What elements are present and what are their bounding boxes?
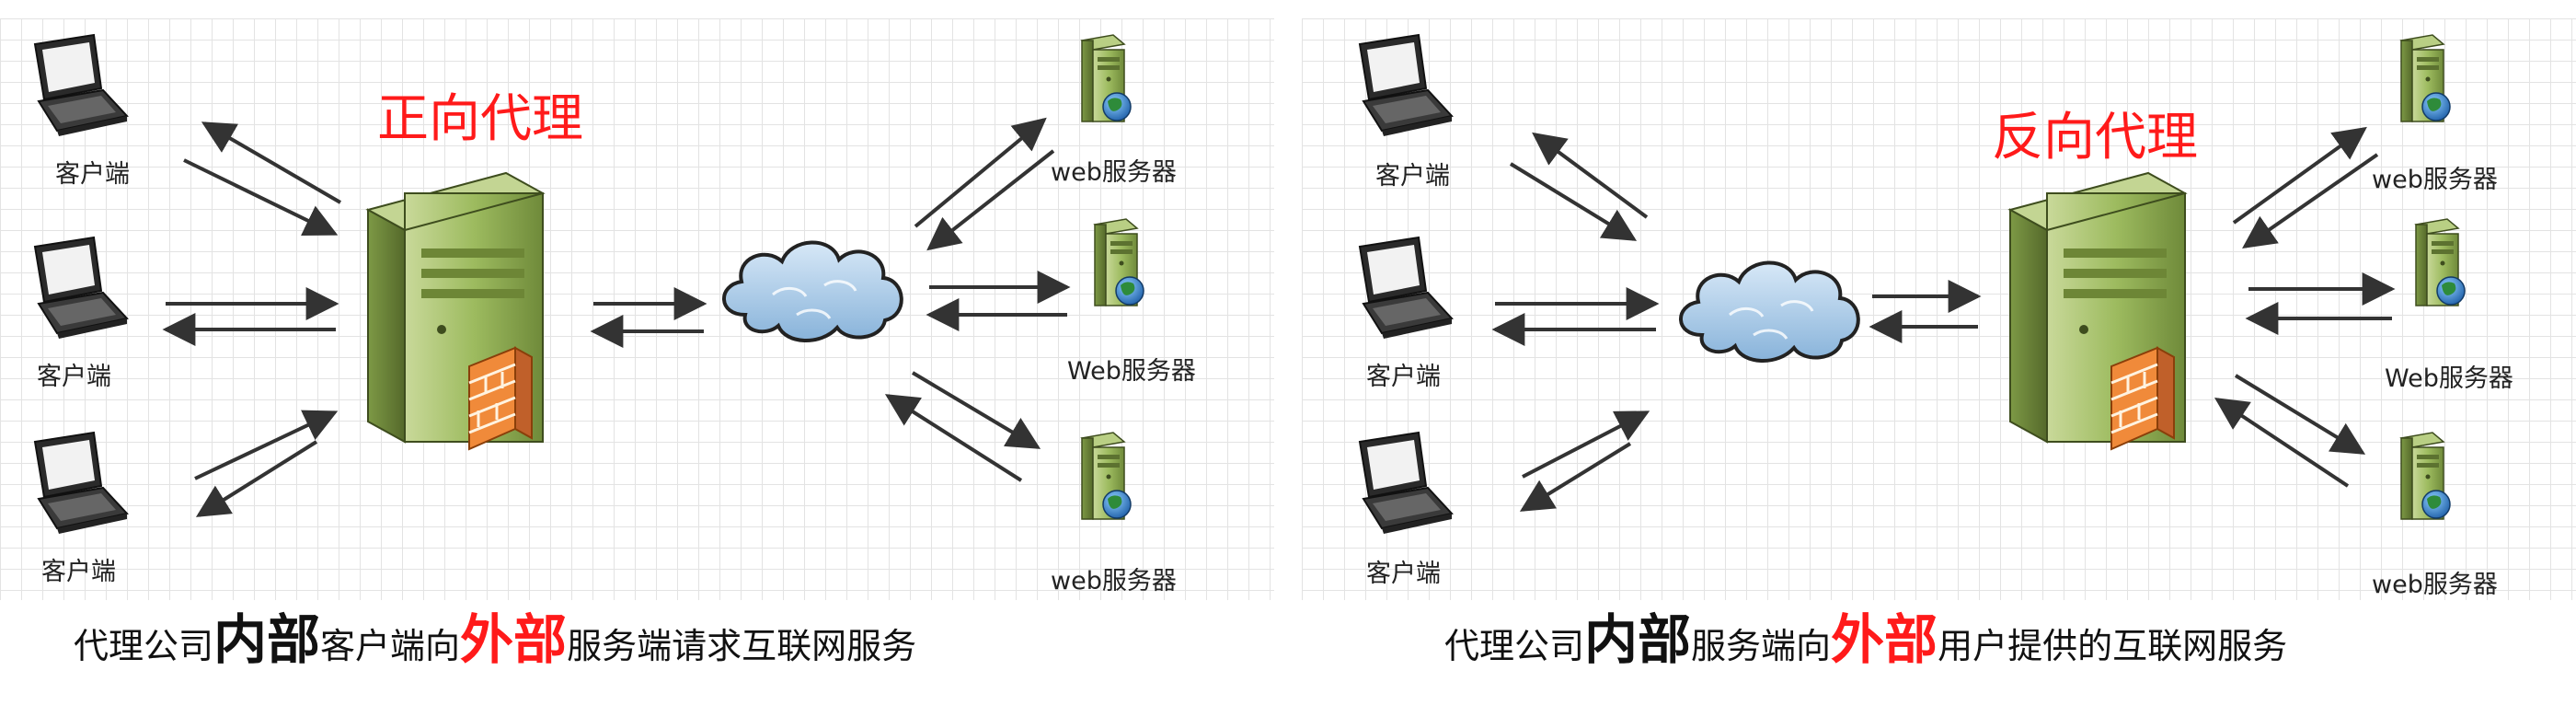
laptop-icon <box>34 34 128 137</box>
cloud-icon <box>721 240 903 343</box>
caption-emphasis-red: 外部 <box>1831 608 1938 671</box>
caption-text: 用户提供的互联网服务 <box>1938 626 2288 666</box>
caption-emphasis: 内部 <box>213 608 321 671</box>
web-server-icon <box>2400 34 2451 122</box>
client-label-2: 客户端 <box>1366 363 1441 391</box>
caption-text: 服务端请求互联网服务 <box>567 626 917 666</box>
caption-text: 客户端向 <box>320 626 461 666</box>
laptop-icon <box>34 237 128 340</box>
forward-proxy-diagram: 正向代理 客户端 客户端 客户端 <box>34 34 1196 595</box>
caption-emphasis: 内部 <box>1584 608 1692 671</box>
cloud-server-arrows <box>884 117 1071 482</box>
client-label-1: 客户端 <box>55 160 130 189</box>
caption-emphasis-red: 外部 <box>460 608 568 671</box>
reverse-caption: 代理公司内部服务端向外部用户提供的互联网服务 <box>1444 607 2287 678</box>
forward-title: 正向代理 <box>377 89 583 149</box>
cloud-proxy-arrows <box>1869 280 1982 343</box>
laptop-icon <box>1359 34 1453 137</box>
server-label-1: web服务器 <box>2372 166 2498 194</box>
reverse-title: 反向代理 <box>1992 108 2198 168</box>
laptop-icon <box>1359 237 1453 340</box>
web-server-icon <box>1081 432 1132 520</box>
proxy-cloud-arrows <box>590 287 707 348</box>
client-label-3: 客户端 <box>1366 560 1441 588</box>
client-cloud-arrows <box>1491 132 1660 512</box>
server-label-2: Web服务器 <box>1067 357 1196 386</box>
web-server-icon <box>2400 432 2451 520</box>
server-label-1: web服务器 <box>1051 158 1177 187</box>
laptop-icon <box>1359 432 1453 535</box>
client-label-1: 客户端 <box>1375 162 1450 191</box>
caption-text: 服务端向 <box>1691 626 1832 666</box>
client-label-2: 客户端 <box>37 363 111 391</box>
web-server-icon <box>2415 218 2466 306</box>
forward-caption: 代理公司内部客户端向外部服务端请求互联网服务 <box>74 607 916 678</box>
caption-text: 代理公司 <box>74 626 214 666</box>
laptop-icon <box>34 432 128 535</box>
server-label-3: web服务器 <box>2372 571 2498 599</box>
cloud-icon <box>1678 260 1860 364</box>
proxy-server-icon <box>2008 171 2187 451</box>
web-server-icon <box>1081 34 1132 122</box>
reverse-proxy-panel <box>1302 18 2576 600</box>
server-label-3: web服务器 <box>1051 567 1177 595</box>
client-proxy-arrows <box>162 121 342 517</box>
proxy-server-icon <box>366 171 545 451</box>
server-label-2: Web服务器 <box>2385 364 2513 393</box>
client-label-3: 客户端 <box>41 558 116 586</box>
reverse-proxy-diagram: 反向代理 客户端 客户端 客户端 <box>1359 34 2513 599</box>
proxy-server-arrows <box>2214 126 2396 488</box>
web-server-icon <box>1094 218 1144 306</box>
caption-text: 代理公司 <box>1444 626 1585 666</box>
